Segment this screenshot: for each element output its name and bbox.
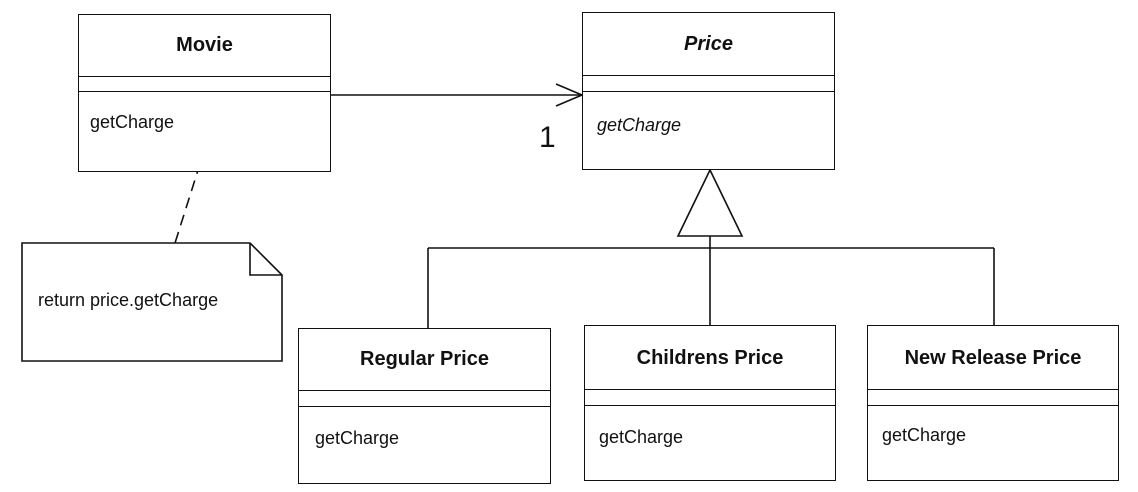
note-shape [21, 242, 283, 362]
class-regular-price-separator-1 [299, 390, 550, 391]
class-movie-separator-1 [79, 76, 330, 77]
class-regular-price: Regular Price getCharge [298, 328, 551, 484]
class-new-release-price-separator-2 [868, 405, 1118, 406]
class-price-name: Price [684, 33, 733, 55]
class-movie: Movie getCharge [78, 14, 331, 172]
class-childrens-price-separator-2 [585, 405, 835, 406]
class-childrens-price-operation: getCharge [599, 427, 684, 447]
class-price-separator-1 [583, 75, 834, 76]
class-movie-operation: getCharge [90, 112, 175, 132]
generalization-triangle [676, 168, 744, 237]
class-price: Price getCharge [582, 12, 835, 170]
class-regular-price-name: Regular Price [360, 348, 489, 370]
class-movie-separator-2 [79, 91, 330, 92]
association-multiplicity: 1 [539, 121, 556, 154]
class-new-release-price: New Release Price getCharge [867, 325, 1119, 481]
class-new-release-price-operation: getCharge [882, 425, 967, 445]
class-price-separator-2 [583, 91, 834, 92]
class-childrens-price-name: Childrens Price [636, 347, 784, 369]
class-new-release-price-separator-1 [868, 389, 1118, 390]
class-childrens-price-separator-1 [585, 389, 835, 390]
note-text: return price.getCharge [38, 290, 219, 310]
class-new-release-price-name: New Release Price [904, 347, 1082, 369]
class-regular-price-separator-2 [299, 406, 550, 407]
class-regular-price-operation: getCharge [315, 428, 400, 448]
class-movie-name: Movie [176, 34, 233, 56]
note-fold [249, 243, 282, 276]
class-price-operation: getCharge [597, 115, 682, 135]
class-childrens-price: Childrens Price getCharge [584, 325, 836, 481]
